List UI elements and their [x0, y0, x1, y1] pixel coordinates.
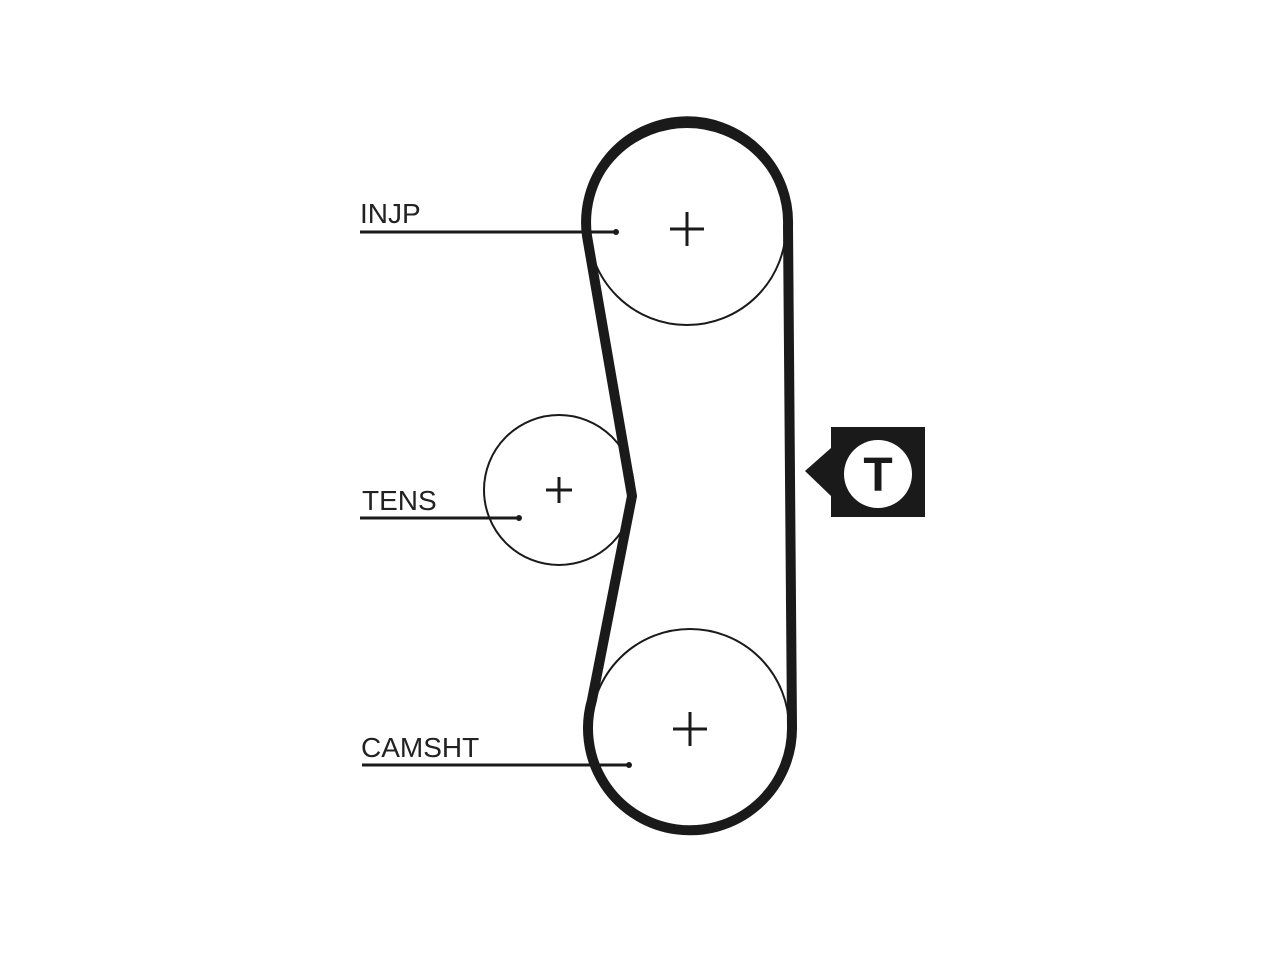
- tensioner-badge-circle: [844, 440, 912, 508]
- injp-center-cross: [670, 212, 704, 246]
- camsht-leader: [362, 762, 632, 768]
- tensioner-badge: T: [805, 427, 925, 517]
- injp-leader: [360, 229, 619, 235]
- timing-belt: [581, 116, 798, 836]
- tens-leader: [360, 515, 522, 521]
- tens-label: TENS: [362, 485, 437, 516]
- tens-center-cross: [546, 477, 572, 503]
- camsht-label: CAMSHT: [361, 732, 479, 763]
- injp-label: INJP: [360, 198, 421, 229]
- tensioner-badge-letter: T: [863, 449, 892, 502]
- camsht-center-cross: [673, 712, 707, 746]
